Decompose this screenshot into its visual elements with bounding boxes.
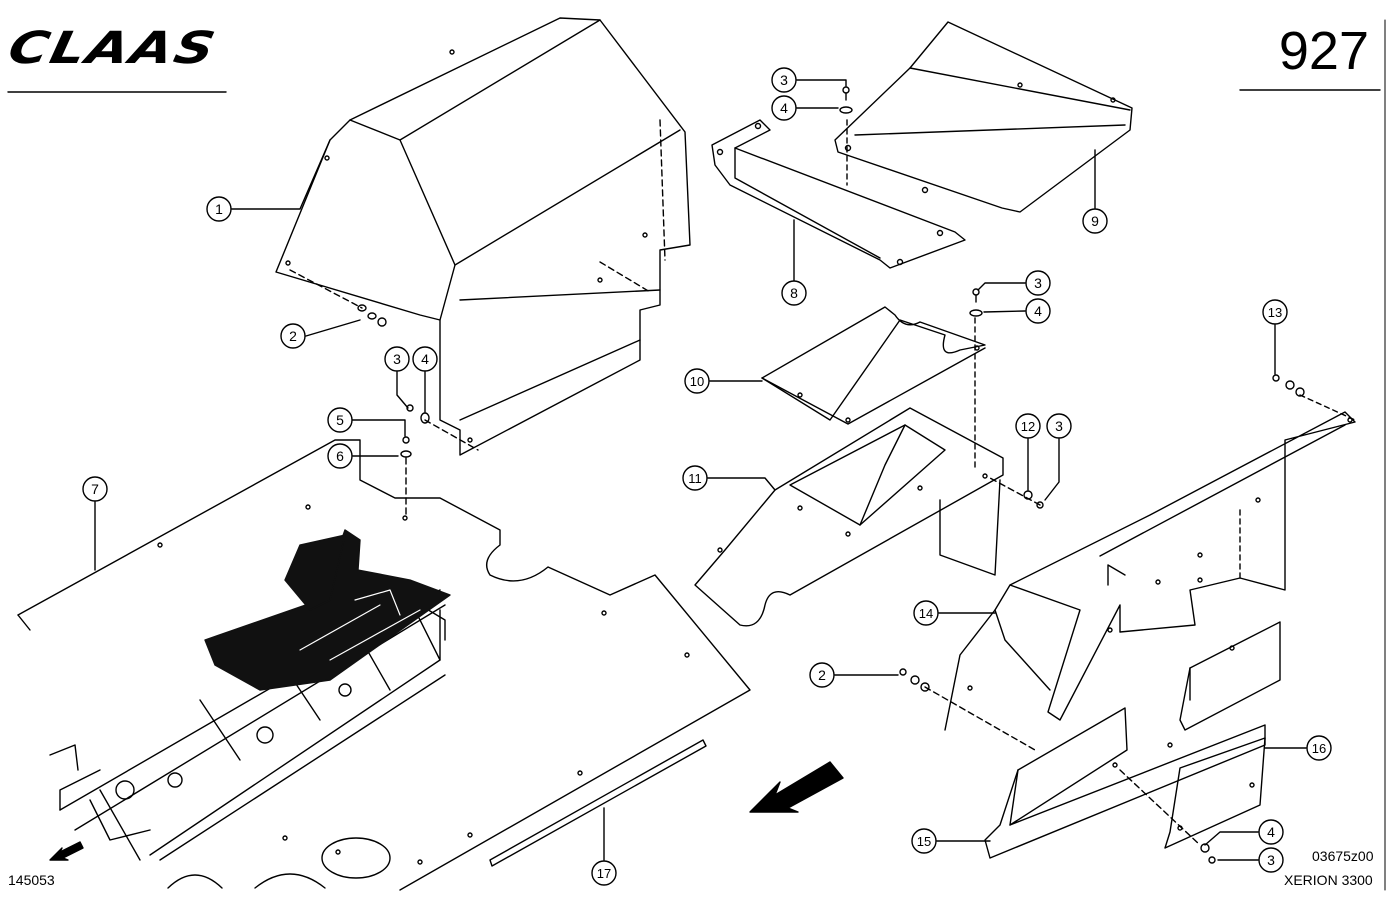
callout-label: 10 (690, 374, 704, 389)
callout: 8 (781, 280, 807, 306)
direction-arrow-small (49, 841, 84, 861)
part-11-housing (694, 407, 1004, 627)
part-7-floor-panel (17, 439, 751, 891)
callout: 11 (682, 465, 708, 491)
callout-label: 6 (336, 448, 344, 464)
callout-label: 14 (919, 606, 933, 621)
callout: 17 (591, 860, 617, 886)
callout: 4 (412, 346, 438, 372)
callout-label: 3 (1267, 852, 1275, 868)
callout: 5 (327, 407, 353, 433)
callout-label: 12 (1021, 419, 1035, 434)
callout: 6 (327, 443, 353, 469)
callout-label: 4 (421, 351, 429, 367)
part-17-strip (489, 739, 707, 867)
direction-arrow-large (749, 761, 844, 813)
callout-label: 2 (289, 328, 297, 344)
callout: 3 (1046, 413, 1072, 439)
callout-label: 16 (1312, 741, 1326, 756)
callout: 3 (771, 67, 797, 93)
callout-label: 13 (1268, 305, 1282, 320)
part-10-plate (761, 306, 986, 471)
callout-label: 7 (91, 481, 99, 497)
part-9-top-cover (834, 21, 1133, 213)
dark-hood (204, 529, 451, 691)
part-8-bracket (711, 119, 966, 269)
callout-label: 11 (688, 471, 702, 486)
callout-label: 4 (1267, 824, 1275, 840)
callout-label: 4 (780, 100, 788, 116)
callout: 4 (771, 95, 797, 121)
callout: 7 (82, 476, 108, 502)
callout-label: 5 (336, 412, 344, 428)
assembly-lines (289, 261, 1201, 846)
part-15-lower-guard (984, 707, 1266, 859)
callout-label: 1 (215, 201, 223, 217)
fasteners (357, 86, 1305, 864)
callout: 14 (913, 600, 939, 626)
callout: 12 (1015, 413, 1041, 439)
callout: 4 (1258, 819, 1284, 845)
part-16-plates (1164, 621, 1281, 849)
callout-label: 8 (790, 285, 798, 301)
callout-label: 17 (597, 866, 611, 881)
callout-label: 4 (1034, 303, 1042, 319)
leader-lines (94, 79, 1307, 861)
callout-label: 3 (393, 351, 401, 367)
callout: 2 (280, 323, 306, 349)
callout: 4 (1025, 298, 1051, 324)
callout-group: 1 2 3 4 5 6 7 3 4 8 9 3 4 10 11 12 3 13 … (82, 67, 1332, 886)
left-code: 145053 (8, 872, 55, 888)
callout: 10 (684, 368, 710, 394)
callout: 3 (1025, 270, 1051, 296)
callout: 1 (206, 196, 232, 222)
callout-label: 15 (917, 834, 931, 849)
callout-label: 3 (1034, 275, 1042, 291)
callout: 2 (809, 662, 835, 688)
callout: 9 (1082, 208, 1108, 234)
drawing-code: 03675z00 (1312, 848, 1374, 864)
callout: 15 (911, 828, 937, 854)
callout-label: 3 (1055, 418, 1063, 434)
callout-label: 2 (818, 667, 826, 683)
part-1-front-cover (275, 17, 691, 456)
callout: 3 (384, 346, 410, 372)
callout-label: 9 (1091, 213, 1099, 229)
callout-label: 3 (780, 72, 788, 88)
callout: 3 (1258, 847, 1284, 873)
callout: 13 (1262, 299, 1288, 325)
sheet-number: 927 (1278, 21, 1369, 81)
model-name: XERION 3300 (1284, 872, 1373, 888)
part-14-side-guard (944, 394, 1356, 731)
callout: 16 (1306, 735, 1332, 761)
